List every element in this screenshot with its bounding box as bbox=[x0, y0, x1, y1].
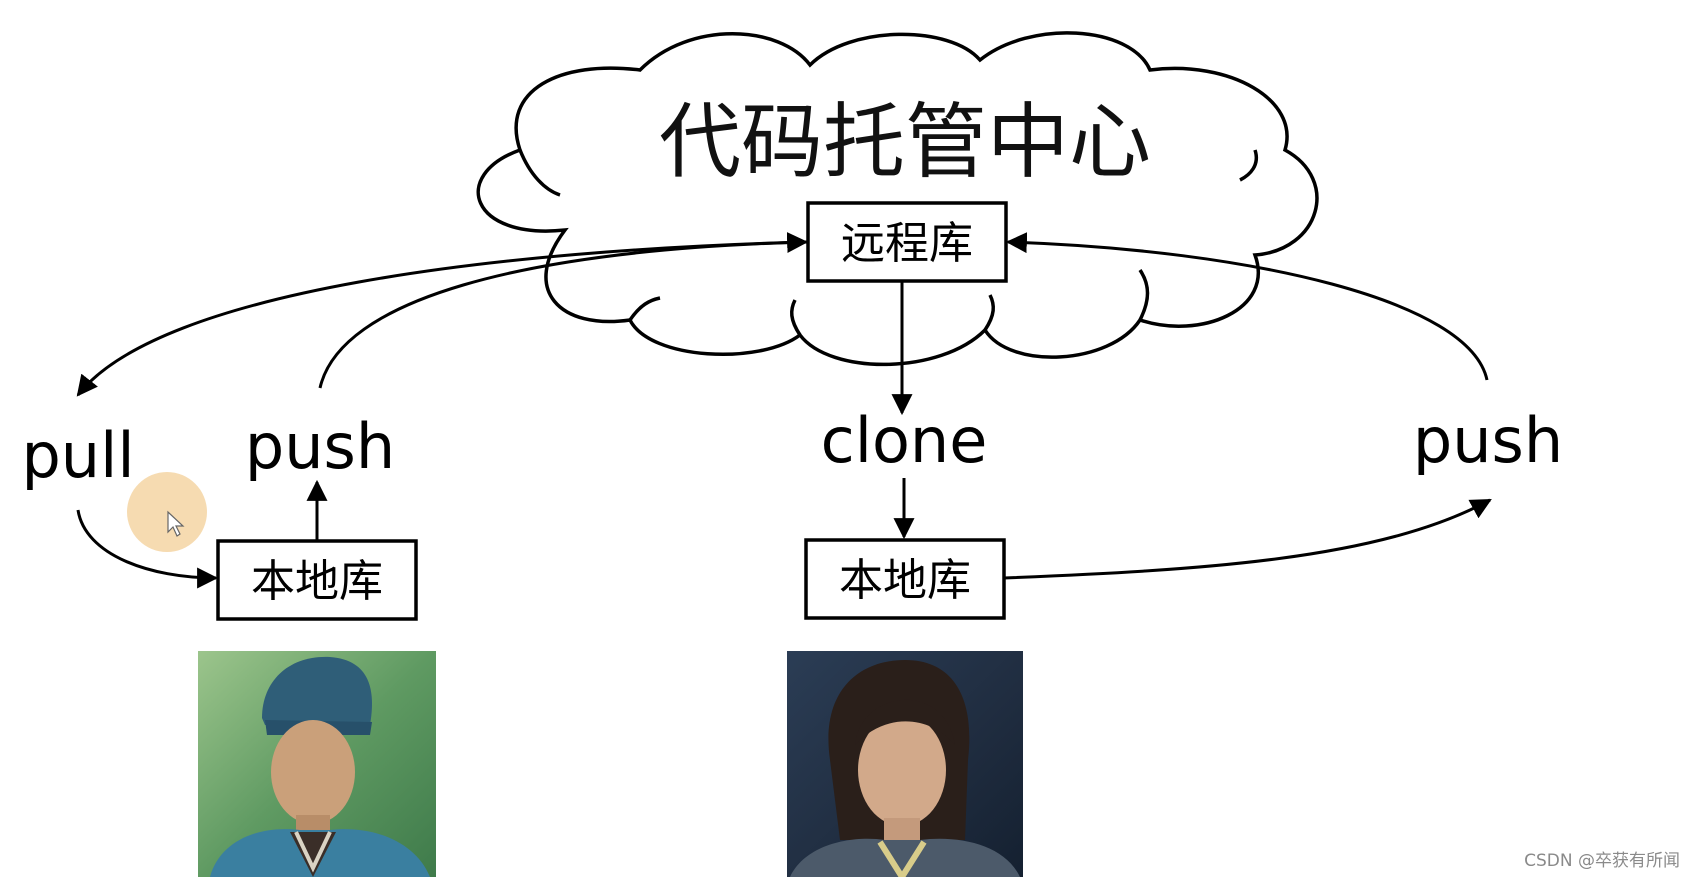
cloud-detail-strokes bbox=[518, 149, 1258, 336]
person-portrait-long-hair-image bbox=[787, 651, 1023, 877]
clone-label: clone bbox=[821, 404, 988, 477]
remote-repo-box: 远程库 bbox=[806, 201, 1008, 283]
person-portrait-hat-image bbox=[198, 651, 436, 877]
cloud-title: 代码托管中心 bbox=[659, 95, 1151, 190]
right-local-repo-label: 本地库 bbox=[839, 555, 971, 606]
csdn-watermark: CSDN @卒获有所闻 bbox=[1524, 851, 1680, 871]
right-local-repo-box: 本地库 bbox=[804, 538, 1006, 620]
left-push-to-remote-arrow bbox=[318, 232, 809, 389]
pull-label: pull bbox=[21, 419, 134, 492]
remote-repo-label: 远程库 bbox=[841, 218, 973, 269]
right-push-label: push bbox=[1413, 404, 1563, 477]
left-local-repo-label: 本地库 bbox=[251, 556, 383, 607]
left-push-label: push bbox=[245, 410, 395, 483]
cloud-shape bbox=[476, 31, 1319, 367]
right-push-to-remote-arrow bbox=[1005, 232, 1489, 381]
left-local-repo-box: 本地库 bbox=[216, 539, 418, 621]
cursor-pointer-icon bbox=[167, 510, 185, 537]
right-local-to-push-arrow bbox=[1003, 498, 1492, 580]
pull-to-local-arrow bbox=[76, 509, 219, 589]
cursor-highlight bbox=[127, 472, 207, 552]
remote-to-pull-arrow bbox=[76, 240, 809, 397]
